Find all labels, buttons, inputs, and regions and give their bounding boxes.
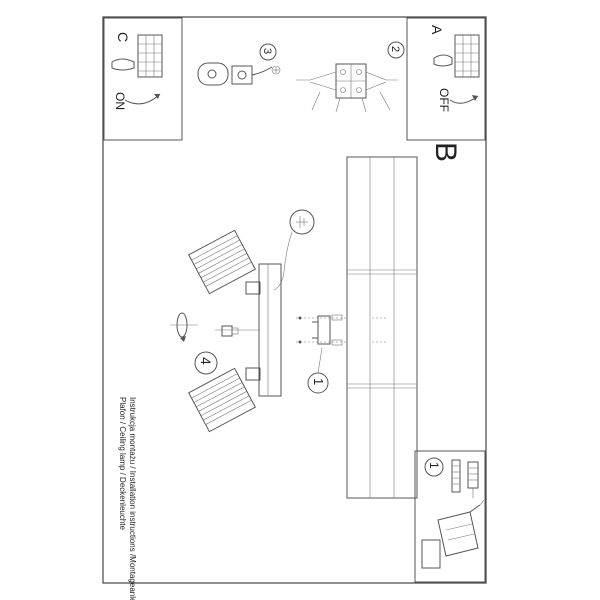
- arrow-head: [154, 94, 160, 99]
- rotate-arrow-icon: [170, 312, 198, 342]
- terminal-block-icon: [296, 63, 398, 113]
- fixture-base: [215, 263, 282, 397]
- step-3-circle: [259, 43, 277, 61]
- drill-icon: [421, 499, 485, 569]
- panel-b-letter: B: [429, 142, 462, 162]
- ground-clamp-icon: [197, 62, 273, 86]
- step-3-group: 3: [197, 43, 281, 86]
- mounting-bracket-icon: [296, 314, 386, 346]
- step-4-circle: [194, 351, 218, 375]
- panel-c-letter: C: [115, 32, 131, 42]
- lamp-head-lower: [188, 367, 261, 433]
- bulb-icon: [221, 325, 239, 337]
- panel-a-letter: A: [429, 25, 445, 35]
- wall-switch-off-icon: [433, 34, 480, 78]
- leader-line: [317, 347, 323, 374]
- lamp-head-upper: [188, 229, 261, 295]
- panel-c: C ON: [103, 17, 183, 141]
- step-1-tools-number: 1: [427, 462, 441, 469]
- panel-a: A OFF: [406, 17, 486, 141]
- wall-plug-screw-icon: [451, 459, 479, 498]
- step-2-circle: [387, 41, 405, 59]
- arrow-head: [472, 95, 478, 101]
- switch-arrow-icon: [124, 93, 161, 105]
- switch-on-label: ON: [113, 92, 127, 110]
- caption-line-2: Plafon / Ceiling lamp / Deckenleuchte: [118, 397, 127, 531]
- step-3-number: 3: [261, 48, 273, 54]
- ground-symbol-icon: [273, 209, 315, 291]
- ceiling-surface: [346, 156, 418, 499]
- step-1-tools-circle: [424, 457, 444, 477]
- caption-line-1: Instrukcja montażu / Installation instru…: [128, 397, 137, 600]
- switch-off-label: OFF: [437, 88, 451, 112]
- wall-switch-on-icon: [111, 34, 163, 78]
- ground-symbol-icon: [271, 65, 281, 75]
- panel-tools: 1: [414, 450, 486, 583]
- page-border: [102, 16, 487, 584]
- step-4-number: 4: [198, 357, 214, 365]
- step-1-number: 1: [311, 378, 326, 385]
- step-2-number: 2: [389, 46, 401, 52]
- step-2-group: 2: [296, 41, 405, 113]
